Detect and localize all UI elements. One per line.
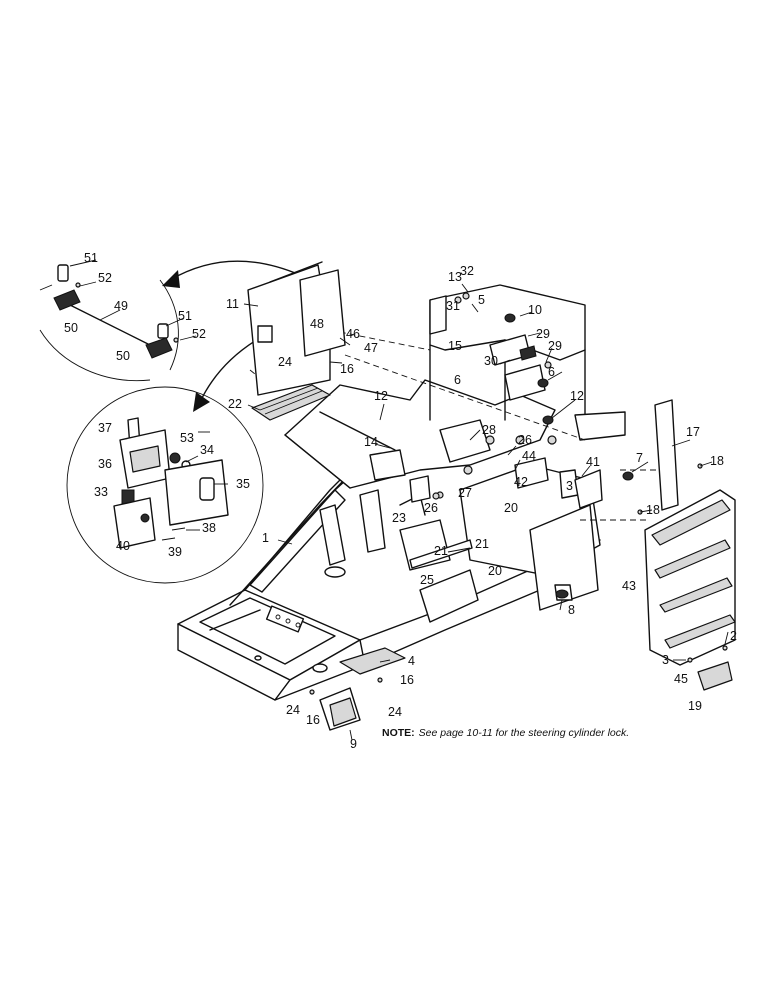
callout-51: 51	[84, 251, 98, 265]
callout-7: 7	[636, 451, 643, 465]
lock-detail-circle	[66, 386, 264, 584]
callout-50: 50	[116, 349, 130, 363]
note-body: See page 10-11 for the steering cylinder…	[419, 727, 630, 739]
callout-46: 46	[346, 327, 360, 341]
callout-6: 6	[454, 373, 461, 387]
callout-50: 50	[64, 321, 78, 335]
callout-40: 40	[116, 539, 130, 553]
callout-30: 30	[484, 354, 498, 368]
callout-41: 41	[586, 455, 600, 469]
detail-arrows	[162, 260, 301, 412]
callout-23: 23	[392, 511, 406, 525]
callout-18: 18	[710, 454, 724, 468]
callout-27: 27	[458, 486, 472, 500]
leader-lines	[69, 259, 729, 741]
callout-12: 12	[570, 389, 584, 403]
callout-19: 19	[688, 699, 702, 713]
front-brackets	[429, 292, 554, 425]
callout-49: 49	[114, 299, 128, 313]
callout-21: 21	[434, 544, 448, 558]
callout-15: 15	[448, 339, 462, 353]
callout-2: 2	[730, 629, 737, 643]
callout-48: 48	[310, 317, 324, 331]
callout-29: 29	[536, 327, 550, 341]
callout-9: 9	[350, 737, 357, 751]
callout-16: 16	[306, 713, 320, 727]
callout-16: 16	[400, 673, 414, 687]
step-assembly	[622, 399, 736, 691]
callout-52: 52	[98, 271, 112, 285]
callout-47: 47	[364, 341, 378, 355]
callout-6: 6	[548, 365, 555, 379]
callout-24: 24	[286, 703, 300, 717]
callout-43: 43	[622, 579, 636, 593]
callout-12: 12	[374, 389, 388, 403]
callout-51: 51	[178, 309, 192, 323]
callout-26: 26	[424, 501, 438, 515]
callout-10: 10	[528, 303, 542, 317]
middle-parts	[309, 457, 603, 731]
callout-22: 22	[228, 397, 242, 411]
callout-36: 36	[98, 457, 112, 471]
callout-11: 11	[226, 297, 239, 311]
callout-21: 21	[475, 537, 489, 551]
callout-42: 42	[514, 475, 528, 489]
callout-5: 5	[478, 293, 485, 307]
callout-16: 16	[340, 362, 354, 376]
callout-3: 3	[566, 479, 573, 493]
callout-24: 24	[278, 355, 292, 369]
callout-1: 1	[262, 531, 269, 545]
callout-20: 20	[488, 564, 502, 578]
callout-26: 26	[518, 433, 532, 447]
callout-37: 37	[98, 421, 112, 435]
callout-3: 3	[662, 653, 669, 667]
callout-28: 28	[482, 423, 496, 437]
callout-53: 53	[180, 431, 194, 445]
callout-32: 32	[460, 264, 474, 278]
callout-24: 24	[388, 705, 402, 719]
side-panel	[247, 261, 346, 421]
callout-39: 39	[168, 545, 182, 559]
callout-29: 29	[548, 339, 562, 353]
callout-17: 17	[686, 425, 700, 439]
callout-25: 25	[420, 573, 434, 587]
note-text: NOTE: See page 10-11 for the steering cyl…	[382, 727, 629, 739]
callout-34: 34	[200, 443, 214, 457]
callout-4: 4	[408, 654, 415, 668]
callout-14: 14	[364, 435, 378, 449]
callout-45: 45	[674, 672, 688, 686]
callout-18: 18	[646, 503, 660, 517]
callout-33: 33	[94, 485, 108, 499]
note-label: NOTE:	[382, 727, 415, 739]
callout-44: 44	[522, 449, 536, 463]
callout-20: 20	[504, 501, 518, 515]
callout-13: 13	[448, 270, 462, 284]
latch-detail-circle	[39, 264, 179, 382]
callout-31: 31	[446, 299, 460, 313]
callout-38: 38	[202, 521, 216, 535]
callout-8: 8	[568, 603, 575, 617]
callout-52: 52	[192, 327, 206, 341]
callout-35: 35	[236, 477, 250, 491]
